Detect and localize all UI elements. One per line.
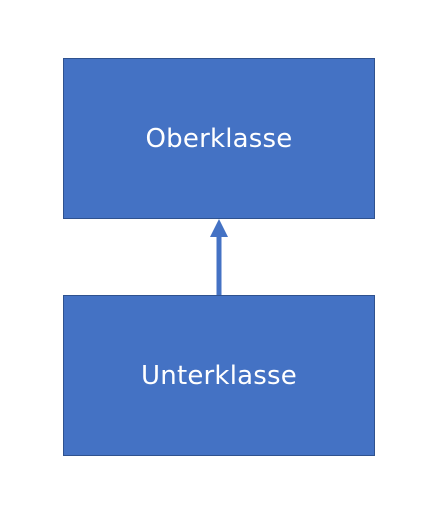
superclass-box: Oberklasse [63,58,375,219]
subclass-box: Unterklasse [63,295,375,456]
subclass-label: Unterklasse [141,360,297,391]
arrow-head [210,219,228,237]
superclass-label: Oberklasse [145,123,293,154]
